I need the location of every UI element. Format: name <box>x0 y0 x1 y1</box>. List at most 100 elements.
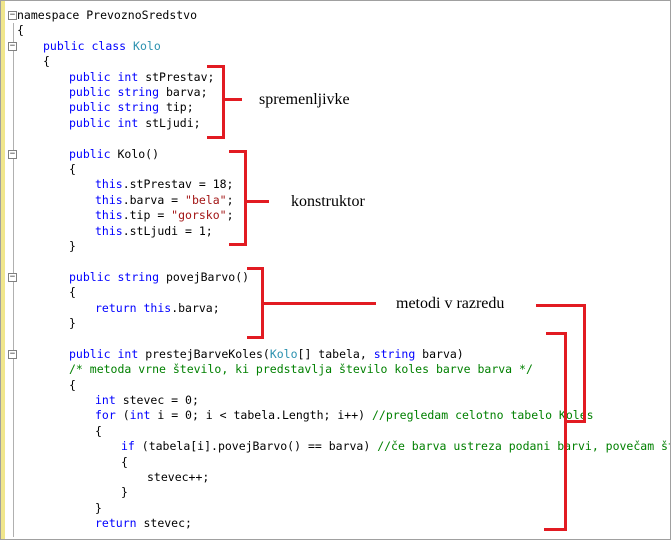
code-token: public <box>43 38 85 53</box>
code-token: Kolo <box>269 346 298 361</box>
code-token: prestejBarveKoles( <box>138 346 270 361</box>
code-token: this <box>95 208 123 223</box>
code-token: [] tabela, <box>297 346 374 361</box>
code-line[interactable]: this.stLjudi = 1; <box>95 224 213 239</box>
code-token: barva; <box>159 85 208 99</box>
code-line[interactable]: { <box>121 455 128 470</box>
code-token: povejBarvo() <box>159 269 250 284</box>
bracket-method1-bottom <box>247 336 264 339</box>
code-token: .barva = <box>122 192 186 207</box>
bracket-method2-pointer <box>536 304 586 307</box>
code-token: } <box>95 500 102 515</box>
bracket-method1-pointer <box>261 302 376 305</box>
code-line[interactable]: return this.barva; <box>95 301 220 316</box>
code-line[interactable]: public int stLjudi; <box>69 116 201 131</box>
code-line[interactable]: stevec++; <box>147 470 209 485</box>
collapse-namespace-icon[interactable] <box>8 11 17 20</box>
code-line[interactable]: /* metoda vrne število, ki predstavlja š… <box>69 362 533 377</box>
code-line[interactable]: public string barva; <box>69 85 208 100</box>
code-token: public <box>69 115 111 130</box>
code-token: } <box>69 239 76 253</box>
code-token: i = 0; i < tabela.Length; i++) <box>150 408 372 423</box>
code-line[interactable]: public string tip; <box>69 100 194 115</box>
code-token: if <box>121 439 135 454</box>
code-token: .stPrestav = 18; <box>122 177 234 192</box>
code-line[interactable]: public int stPrestav; <box>69 70 214 85</box>
collapse-constructor-icon[interactable] <box>8 150 17 159</box>
bracket-method2-bottom <box>544 528 567 531</box>
code-token: this <box>143 300 172 315</box>
collapse-method-povejbarvo-icon[interactable] <box>8 273 17 282</box>
bracket-method2-spine <box>564 332 567 531</box>
code-token: { <box>121 454 128 469</box>
code-line[interactable]: { <box>95 424 102 439</box>
code-line[interactable]: int stevec = 0; <box>95 393 199 408</box>
code-token: ; <box>226 208 234 223</box>
annotation-metodi: metodi v razredu <box>396 295 505 312</box>
bracket-constructor-top <box>229 150 247 153</box>
code-token: string <box>117 100 160 115</box>
code-token: { <box>17 23 24 38</box>
code-line[interactable]: { <box>17 23 24 38</box>
code-token: stPrestav; <box>138 69 215 84</box>
code-token: for <box>95 408 116 423</box>
code-token: } <box>121 485 128 500</box>
code-token: int <box>117 346 139 361</box>
code-token: (tabela[i].povejBarvo() == barva) <box>134 439 378 454</box>
code-line[interactable]: if (tabela[i].povejBarvo() == barva) //č… <box>121 439 670 454</box>
code-token: public <box>69 69 111 84</box>
code-line[interactable]: { <box>69 378 76 393</box>
code-line[interactable]: } <box>121 485 128 500</box>
code-token: } <box>69 316 76 330</box>
code-line[interactable]: this.barva = "bela"; <box>95 193 234 208</box>
code-token: namespace PrevoznoSredstvo <box>17 8 198 22</box>
code-line[interactable]: } <box>95 501 102 516</box>
bracket-constructor-pointer <box>244 200 269 203</box>
code-line[interactable]: public class Kolo <box>43 39 161 54</box>
code-line[interactable]: } <box>69 239 76 254</box>
code-token: { <box>69 285 76 300</box>
code-line[interactable]: return stevec; <box>95 516 192 531</box>
code-token: return <box>95 516 137 531</box>
code-line[interactable]: public Kolo() <box>69 147 159 162</box>
code-token: int <box>129 408 151 423</box>
collapse-method-prestej-icon[interactable] <box>8 350 17 359</box>
code-token: .barva; <box>171 300 220 315</box>
code-line[interactable]: public int prestejBarveKoles(Kolo[] tabe… <box>69 347 464 362</box>
code-line[interactable]: public string povejBarvo() <box>69 270 249 285</box>
code-token: "gorsko" <box>171 208 227 223</box>
code-line[interactable]: namespace PrevoznoSredstvo <box>17 8 197 23</box>
code-line[interactable]: { <box>69 162 76 177</box>
code-token: int <box>117 69 139 84</box>
code-token: { <box>43 54 50 69</box>
collapse-class-icon[interactable] <box>8 42 17 51</box>
code-line[interactable]: { <box>43 54 50 69</box>
code-token: string <box>117 85 160 99</box>
bracket-constructor-bottom <box>229 243 247 246</box>
code-token: .tip = <box>122 208 172 223</box>
code-line[interactable]: this.tip = "gorsko"; <box>95 208 234 223</box>
code-token: public <box>69 269 111 284</box>
bracket-loop-spine <box>583 304 586 423</box>
code-token: public <box>69 346 111 361</box>
code-token: string <box>373 346 416 361</box>
bracket-loop-bottom <box>566 420 586 423</box>
code-token: int <box>95 393 116 407</box>
bracket-method1-top <box>247 267 264 270</box>
bracket-variables-top <box>207 65 225 68</box>
bracket-variables-spine <box>222 65 225 139</box>
code-token: //pregledam celotno tabelo Koles <box>371 408 594 423</box>
code-line[interactable]: for (int i = 0; i < tabela.Length; i++) … <box>95 408 594 423</box>
code-line[interactable]: { <box>69 285 76 300</box>
code-token: Kolo() <box>110 146 160 161</box>
code-token: /* metoda vrne število, ki predstavlja š… <box>69 362 533 377</box>
code-line[interactable]: } <box>69 316 76 331</box>
code-token: .stLjudi = 1; <box>122 223 213 238</box>
code-token: { <box>69 377 76 392</box>
code-token: ; <box>226 192 234 207</box>
code-line[interactable]: this.stPrestav = 18; <box>95 177 233 192</box>
code-token: public <box>69 85 111 99</box>
code-token: public <box>69 146 111 161</box>
code-token: this <box>95 192 123 207</box>
